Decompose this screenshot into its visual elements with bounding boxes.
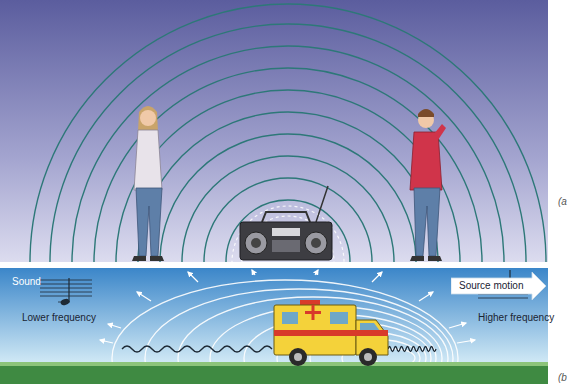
boom-box: [240, 186, 332, 260]
panel-a: [0, 0, 548, 262]
panel-letter: (b: [558, 372, 567, 384]
long-wave: [122, 346, 272, 352]
doppler-waves: [112, 280, 458, 362]
panel-b: [0, 268, 548, 362]
motion-arrow: Source motion: [451, 272, 546, 300]
staff-left: [40, 278, 92, 306]
ambulance: [274, 300, 388, 366]
ground: [0, 362, 548, 384]
listener-right: [410, 109, 446, 261]
arrow-label: Source motion: [459, 280, 523, 292]
frequency-label: Higher frequency: [478, 312, 554, 324]
sound-waves: [30, 4, 546, 262]
arrow-outline: [451, 272, 546, 300]
ground-edge: [0, 362, 548, 366]
listener-left: [132, 106, 164, 261]
panel-letter: (a: [558, 196, 567, 208]
panel-heading: Sound: [12, 276, 41, 288]
frequency-label: Lower frequency: [22, 312, 96, 324]
inner-waves: [232, 206, 344, 262]
short-wave: [388, 347, 436, 352]
